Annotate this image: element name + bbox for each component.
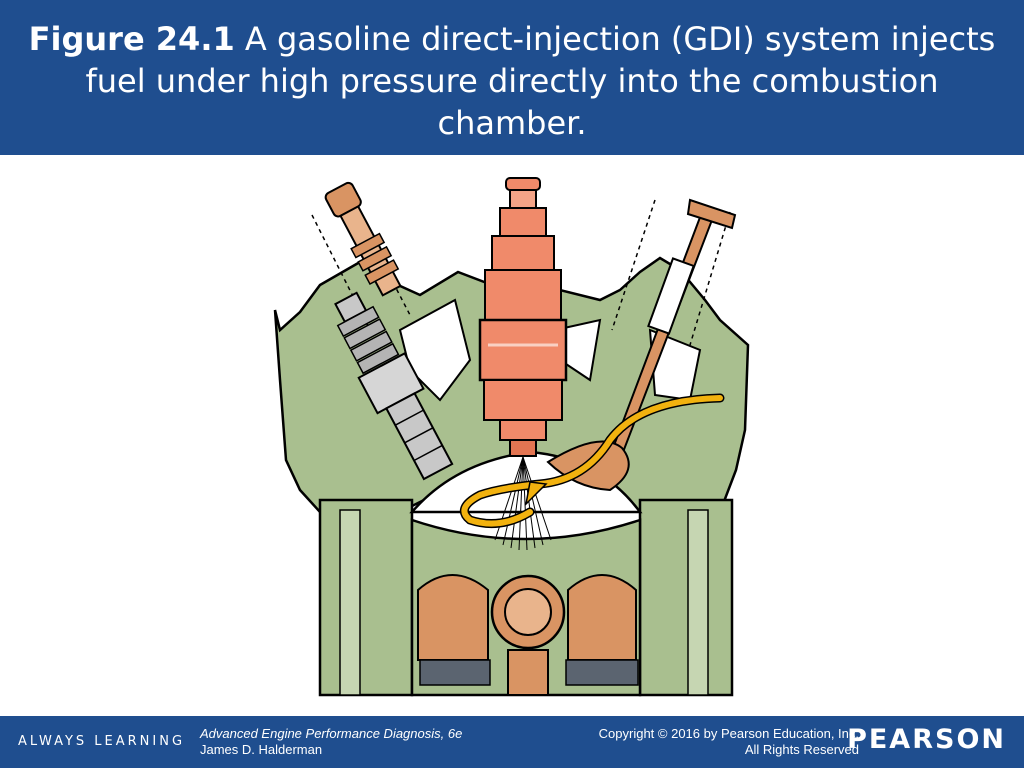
piston-icon [410, 518, 642, 697]
spark-plug-icon [334, 291, 454, 481]
title-banner: Figure 24.1 A gasoline direct-injection … [0, 0, 1024, 155]
rights: All Rights Reserved [744, 742, 859, 757]
book-info: Advanced Engine Performance Diagnosis, 6… [200, 726, 462, 758]
figure-caption: A gasoline direct-injection (GDI) system… [85, 20, 996, 142]
footer-bar: ALWAYS LEARNING Advanced Engine Performa… [0, 716, 1024, 768]
fuel-injector-icon [478, 177, 568, 457]
copyright: Copyright © 2016 by Pearson Education, I… [598, 726, 859, 741]
tagline: ALWAYS LEARNING [18, 734, 186, 749]
figure-number: Figure 24.1 [28, 20, 235, 58]
slide-title: Figure 24.1 A gasoline direct-injection … [20, 18, 1004, 144]
gdi-illustration [0, 155, 1024, 715]
fuel-flow-arrow-icon [459, 393, 725, 529]
book-title: Advanced Engine Performance Diagnosis, 6… [200, 726, 463, 741]
spark-plug-terminal-icon [324, 181, 402, 297]
valve-spring-tube [611, 199, 731, 346]
author: James D. Halderman [200, 742, 323, 757]
copyright-block: Copyright © 2016 by Pearson Education, I… [599, 726, 859, 758]
pearson-logo: PEARSON [847, 724, 1006, 755]
